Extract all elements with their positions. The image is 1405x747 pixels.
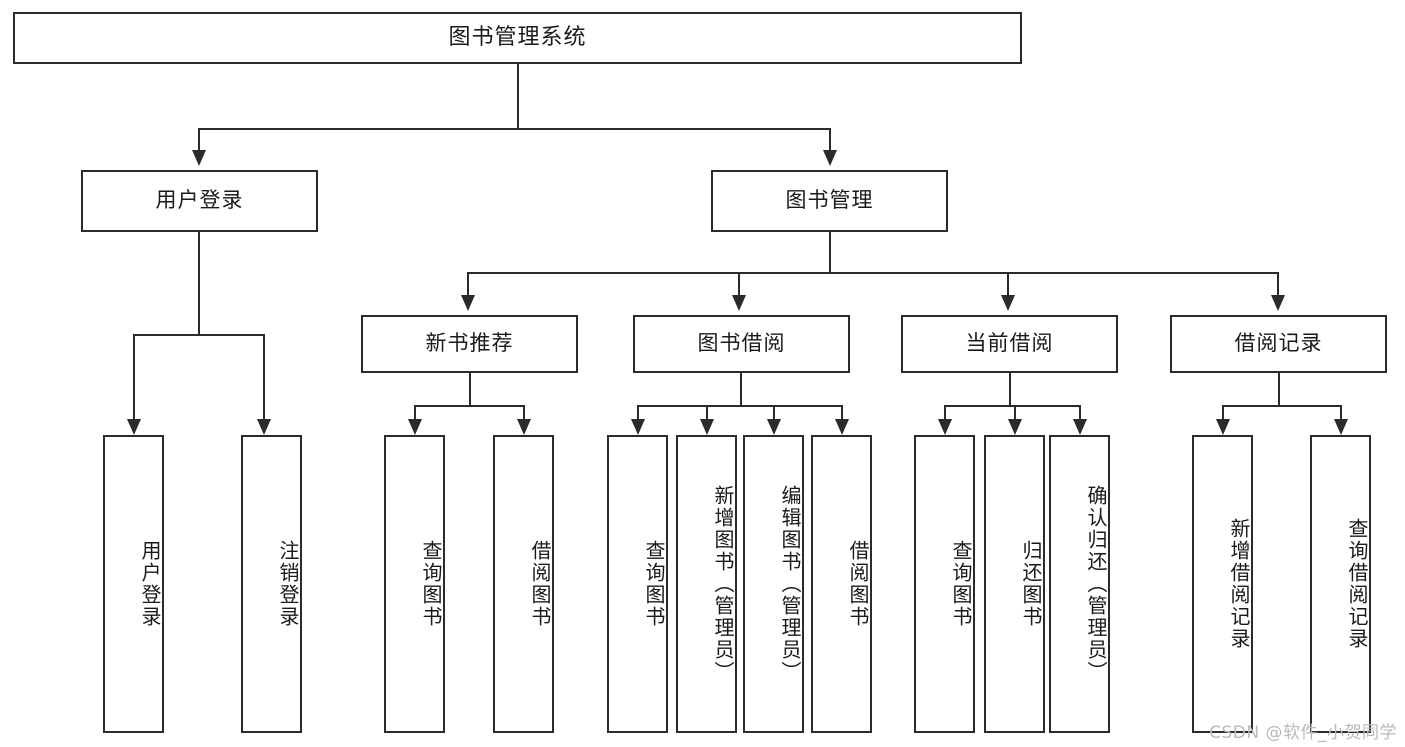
arrow-bm-to-current-borrow [1001, 295, 1015, 311]
leaf-current-borrow-confirm-return-admin[interactable]: 确认归还（管理员） [1049, 435, 1110, 733]
leaf-label: 注销登录 [276, 540, 300, 628]
edge-bm-to-new-book [467, 272, 469, 295]
arrow-current-borrow-to-leaf-2 [1073, 419, 1087, 435]
edge-current-borrow-to-leaf-2 [1079, 405, 1081, 419]
leaf-label: 查询借阅记录 [1345, 518, 1369, 650]
edge-new-book-to-leaf-0 [414, 405, 416, 419]
leaf-label: 编辑图书（管理员） [778, 485, 802, 683]
arrow-borrow-record-to-leaf-1 [1334, 419, 1348, 435]
leaf-label: 借阅图书 [846, 540, 870, 628]
edge-root-to-book-management [829, 128, 831, 150]
arrow-bm-to-book-borrow [732, 295, 746, 311]
edge-current-borrow-stem [1009, 373, 1011, 407]
edge-root-bus [198, 128, 831, 130]
edge-borrow-record-stem [1278, 373, 1280, 407]
leaf-label: 归还图书 [1019, 540, 1043, 628]
edge-user-login-to-leaf-0 [133, 334, 135, 419]
leaf-label: 用户登录 [138, 540, 162, 628]
arrow-bm-to-new-book [461, 295, 475, 311]
leaf-new-book-borrow-book[interactable]: 借阅图书 [493, 435, 554, 733]
arrow-bm-to-borrow-record [1271, 295, 1285, 311]
leaf-user-login-login[interactable]: 用户登录 [103, 435, 164, 733]
edge-book-borrow-to-leaf-1 [706, 405, 708, 419]
edge-new-book-bus [414, 405, 525, 407]
edge-user-login-to-leaf-1 [263, 334, 265, 419]
edge-book-borrow-stem [740, 373, 742, 407]
leaf-borrow-record-query-record[interactable]: 查询借阅记录 [1310, 435, 1371, 733]
edge-book-borrow-to-leaf-2 [773, 405, 775, 419]
leaf-new-book-query-book[interactable]: 查询图书 [384, 435, 445, 733]
edge-new-book-stem [469, 373, 471, 407]
leaf-borrow-record-add-record[interactable]: 新增借阅记录 [1192, 435, 1253, 733]
edge-borrow-record-to-leaf-0 [1222, 405, 1224, 419]
edge-new-book-to-leaf-1 [523, 405, 525, 419]
leaf-label: 借阅图书 [528, 540, 552, 628]
edge-book-borrow-to-leaf-0 [637, 405, 639, 419]
leaf-current-borrow-query-book[interactable]: 查询图书 [914, 435, 975, 733]
node-new-book-recommend[interactable]: 新书推荐 [361, 315, 578, 373]
arrow-new-book-to-leaf-1 [517, 419, 531, 435]
edge-user-login-bus [133, 334, 264, 336]
arrow-book-borrow-to-leaf-0 [631, 419, 645, 435]
leaf-book-borrow-edit-book-admin[interactable]: 编辑图书（管理员） [743, 435, 804, 733]
arrow-book-borrow-to-leaf-1 [700, 419, 714, 435]
edge-bm-to-book-borrow [738, 272, 740, 295]
leaf-label: 新增借阅记录 [1227, 518, 1251, 650]
leaf-book-borrow-query-book[interactable]: 查询图书 [607, 435, 668, 733]
leaf-label: 查询图书 [419, 540, 443, 628]
edge-root-stem [517, 64, 519, 129]
edge-bm-to-borrow-record [1277, 272, 1279, 295]
node-current-borrow[interactable]: 当前借阅 [901, 315, 1118, 373]
leaf-label: 新增图书（管理员） [711, 485, 735, 683]
edge-current-borrow-bus [944, 405, 1081, 407]
edge-book-management-stem [829, 232, 831, 274]
leaf-label: 确认归还（管理员） [1084, 485, 1108, 683]
edge-root-to-user-login [198, 128, 200, 150]
arrow-new-book-to-leaf-0 [408, 419, 422, 435]
leaf-current-borrow-return-book[interactable]: 归还图书 [984, 435, 1045, 733]
arrow-user-login-to-leaf-1 [257, 419, 271, 435]
node-book-borrow[interactable]: 图书借阅 [633, 315, 850, 373]
edge-user-login-stem [198, 232, 200, 336]
node-root-book-management-system[interactable]: 图书管理系统 [13, 12, 1022, 64]
arrow-book-borrow-to-leaf-3 [835, 419, 849, 435]
arrow-borrow-record-to-leaf-0 [1216, 419, 1230, 435]
arrow-current-borrow-to-leaf-1 [1008, 419, 1022, 435]
edge-current-borrow-to-leaf-0 [944, 405, 946, 419]
edge-book-management-bus [467, 272, 1278, 274]
leaf-user-login-logout[interactable]: 注销登录 [241, 435, 302, 733]
arrow-book-borrow-to-leaf-2 [767, 419, 781, 435]
leaf-label: 查询图书 [949, 540, 973, 628]
edge-current-borrow-to-leaf-1 [1014, 405, 1016, 419]
arrow-root-to-user-login [192, 150, 206, 166]
arrow-current-borrow-to-leaf-0 [938, 419, 952, 435]
edge-book-borrow-bus [637, 405, 843, 407]
edge-book-borrow-to-leaf-3 [841, 405, 843, 419]
node-borrow-record[interactable]: 借阅记录 [1170, 315, 1387, 373]
edge-borrow-record-bus [1222, 405, 1342, 407]
edge-borrow-record-to-leaf-1 [1340, 405, 1342, 419]
arrow-root-to-book-management [823, 150, 837, 166]
node-book-management[interactable]: 图书管理 [711, 170, 948, 232]
node-user-login[interactable]: 用户登录 [81, 170, 318, 232]
edge-bm-to-current-borrow [1007, 272, 1009, 295]
arrow-user-login-to-leaf-0 [127, 419, 141, 435]
leaf-label: 查询图书 [642, 540, 666, 628]
leaf-book-borrow-add-book-admin[interactable]: 新增图书（管理员） [676, 435, 737, 733]
leaf-book-borrow-borrow-book[interactable]: 借阅图书 [811, 435, 872, 733]
